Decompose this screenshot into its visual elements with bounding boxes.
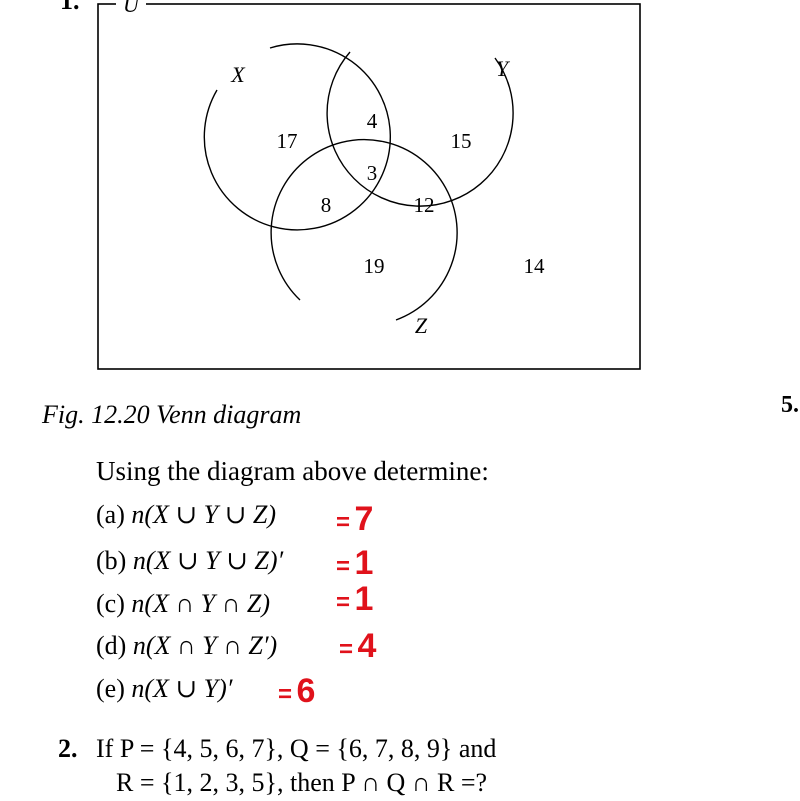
answer-value: 1 [354,580,374,618]
region-y-z-only: 12 [414,193,435,217]
set-y-circle [326,51,514,207]
answer-equals: = [278,681,293,708]
answer-c: = 1 [336,580,373,619]
set-z-circle [270,138,458,321]
region-x-only: 17 [277,129,298,153]
question-1-number: 1. [60,0,80,15]
region-x-z-only: 8 [321,193,332,217]
region-y-only: 15 [451,129,472,153]
answer-a: = 7 [336,500,373,539]
part-e: (e) n(X ∪ Y)′ [96,674,233,704]
part-label: (b) [96,546,127,575]
answer-d: = 4 [339,627,376,666]
answer-value: 7 [354,500,374,538]
question-2-line-1: If P = {4, 5, 6, 7}, Q = {6, 7, 8, 9} an… [96,734,497,763]
question-prompt: Using the diagram above determine: [96,456,489,486]
part-d: (d) n(X ∩ Y ∩ Z′) [96,631,277,661]
set-y-label: Y [496,56,511,81]
part-expression: n(X ∪ Y ∪ Z) [131,500,277,529]
answer-equals: = [336,553,351,580]
answer-value: 6 [296,672,316,710]
part-b: (b) n(X ∪ Y ∪ Z)′ [96,546,283,576]
region-x-y-only: 4 [367,109,378,133]
part-expression: n(X ∩ Y ∩ Z′) [132,631,278,660]
set-x-label: X [230,62,246,87]
answer-value: 4 [357,627,377,665]
universal-set-box [97,3,641,370]
region-x-y-z: 3 [367,161,378,185]
margin-number: 5. [781,392,799,418]
universal-set-label: U [123,0,141,17]
universal-label-mask [116,0,146,10]
answer-value: 1 [354,544,374,582]
question-2-number: 2. [58,734,78,763]
part-expression: n(X ∪ Y)′ [131,674,233,703]
figure-caption: Fig. 12.20 Venn diagram [42,400,302,429]
part-label: (e) [96,674,125,703]
set-x-circle [203,43,392,231]
region-z-only: 19 [364,254,385,278]
part-label: (a) [96,500,125,529]
part-label: (c) [96,589,125,618]
region-outside: 14 [524,254,546,278]
part-c: (c) n(X ∩ Y ∩ Z) [96,589,270,619]
set-z-label: Z [415,313,428,338]
answer-e: = 6 [278,672,315,711]
part-a: (a) n(X ∪ Y ∪ Z) [96,500,276,530]
answer-equals: = [339,636,354,663]
part-label: (d) [96,631,127,660]
part-expression: n(X ∪ Y ∪ Z)′ [132,546,284,575]
answer-b: = 1 [336,544,373,583]
answer-equals: = [336,589,351,616]
question-2-line-2: R = {1, 2, 3, 5}, then P ∩ Q ∩ R =? [116,768,488,797]
answer-equals: = [336,509,351,536]
part-expression: n(X ∩ Y ∩ Z) [131,589,271,618]
